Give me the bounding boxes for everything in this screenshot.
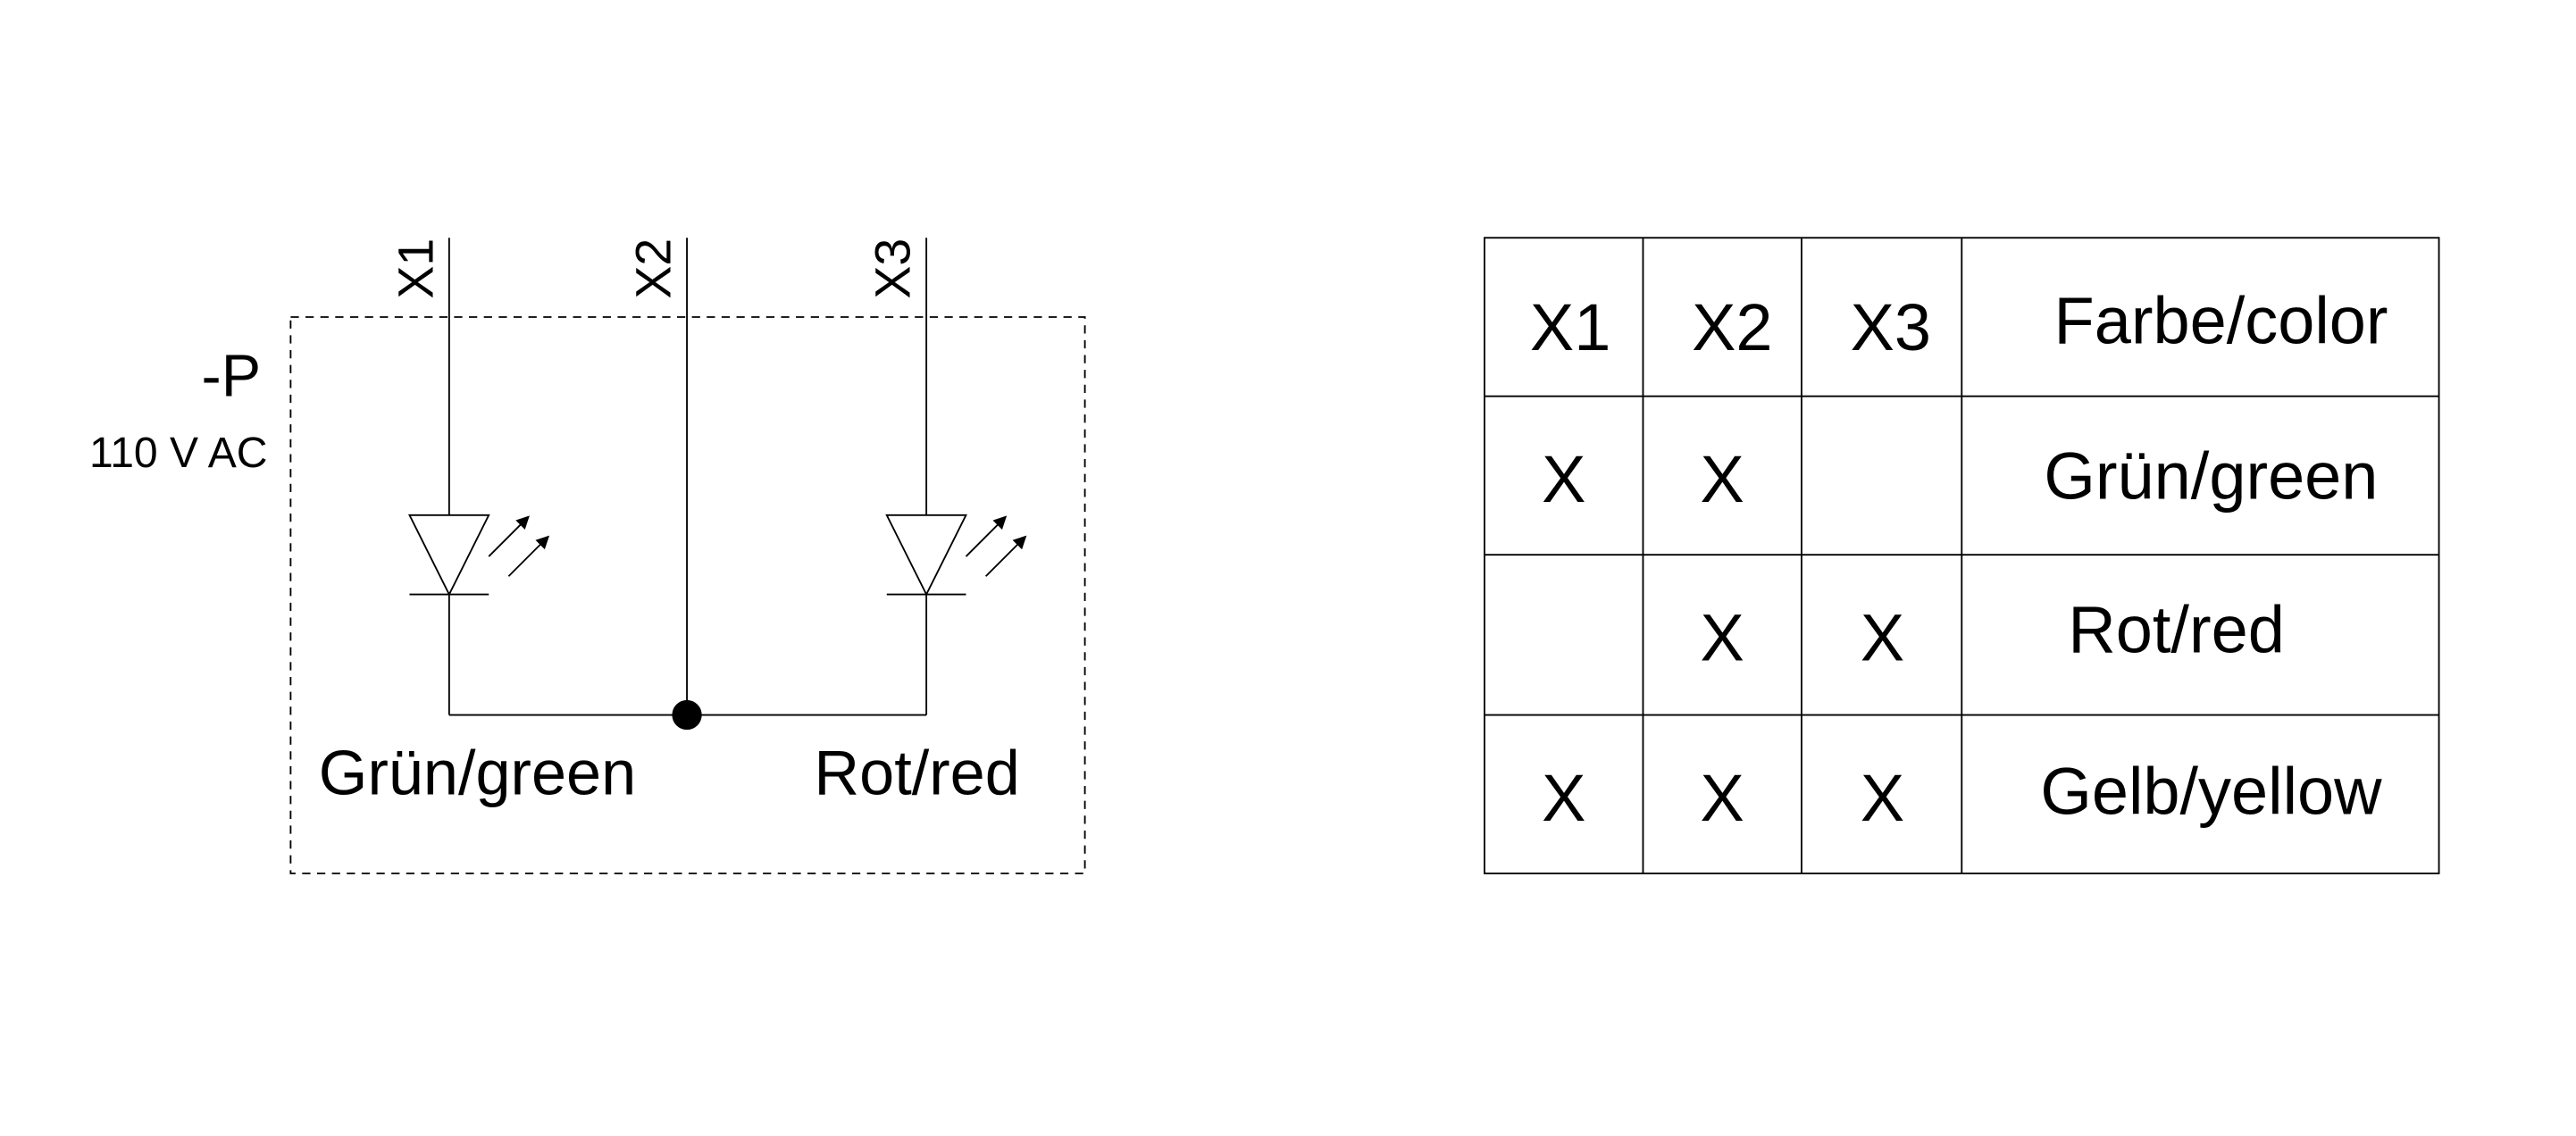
table-header-x3: X3 (1851, 290, 1931, 364)
table-cell-color: Rot/red (2068, 592, 2284, 666)
table-header-x1: X1 (1530, 290, 1610, 364)
table-cell: X (1701, 761, 1744, 835)
terminal-label-x3: X3 (866, 238, 921, 299)
device-label: -P (202, 344, 262, 410)
table-cell: X (1861, 761, 1904, 835)
led-icon-green (407, 514, 550, 597)
table-cell: X (1701, 601, 1744, 675)
table-cell: X (1542, 442, 1585, 516)
table-cell: X (1701, 442, 1744, 516)
led-icon-red (885, 514, 1027, 597)
terminal-label-x1: X1 (388, 238, 443, 299)
led-label-red: Rot/red (814, 737, 1019, 807)
junction-dot (672, 699, 702, 731)
table-cell-color: Grün/green (2044, 439, 2378, 513)
table-cell: X (1542, 761, 1585, 835)
color-table (1484, 237, 2440, 874)
table-header-color: Farbe/color (2054, 284, 2388, 358)
wires (447, 238, 928, 716)
led-label-green: Grün/green (319, 737, 636, 807)
terminal-label-x2: X2 (626, 238, 682, 299)
voltage-label: 110 V AC (89, 429, 267, 477)
table-header-x2: X2 (1692, 290, 1772, 364)
device-boundary (289, 316, 1086, 874)
table-cell: X (1861, 601, 1904, 675)
table-cell-color: Gelb/yellow (2040, 754, 2382, 828)
